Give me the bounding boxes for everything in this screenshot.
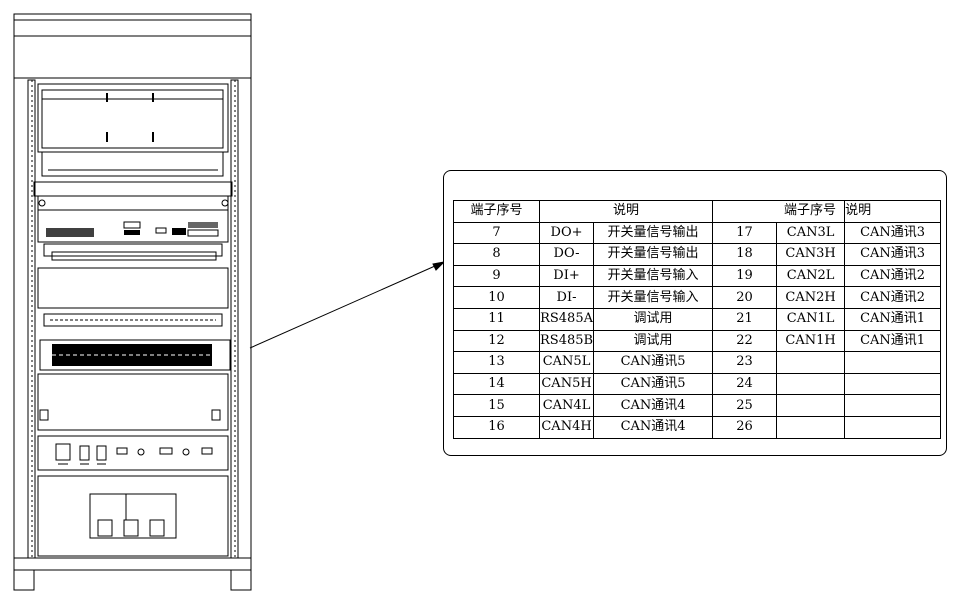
terminal-no-2: 17	[712, 221, 778, 245]
terminal-no: 10	[453, 286, 540, 309]
terminal-no-2: 23	[712, 351, 778, 374]
header-description-2: 说明	[844, 200, 942, 223]
signal-name: DO+	[538, 221, 595, 245]
signal-desc-2	[844, 415, 942, 439]
header-terminal-no-2: 端子序号	[712, 200, 846, 223]
signal-name-2: CAN1H	[776, 329, 846, 353]
signal-desc: CAN通讯5	[593, 372, 714, 396]
signal-name: CAN5L	[538, 351, 595, 374]
header-terminal-no: 端子序号	[453, 200, 540, 223]
terminal-no: 8	[453, 243, 540, 266]
cabinet-body	[13, 35, 252, 571]
signal-desc-2: CAN通讯2	[844, 286, 942, 309]
signal-desc: 开关量信号输入	[593, 286, 714, 309]
signal-name-2	[776, 415, 846, 439]
signal-name-2	[776, 394, 846, 417]
terminal-no-2: 18	[712, 243, 778, 266]
signal-desc: 调试用	[593, 307, 714, 331]
leader-line	[249, 261, 445, 349]
signal-name-2	[776, 351, 846, 374]
signal-desc-2	[844, 372, 942, 396]
terminal-no-2: 21	[712, 307, 778, 331]
module-din-rail	[43, 313, 223, 327]
signal-name: RS485A	[538, 307, 595, 331]
terminal-no: 11	[453, 307, 540, 331]
terminal-no: 12	[453, 329, 540, 353]
terminal-no: 14	[453, 372, 540, 396]
signal-name: RS485B	[538, 329, 595, 353]
signal-name: DI-	[538, 286, 595, 309]
terminal-no-2: 19	[712, 264, 778, 288]
signal-name-2: CAN1L	[776, 307, 846, 331]
leader-arrowhead	[432, 261, 446, 271]
signal-desc-2: CAN通讯3	[844, 243, 942, 266]
signal-desc-2	[844, 351, 942, 374]
signal-desc: 开关量信号输出	[593, 243, 714, 266]
signal-desc-2	[844, 394, 942, 417]
module-blank-panel	[37, 267, 229, 309]
terminal-no: 16	[453, 415, 540, 439]
terminal-no: 15	[453, 394, 540, 417]
signal-name: CAN5H	[538, 372, 595, 396]
terminal-no-2: 22	[712, 329, 778, 353]
cabinet-right-foot	[230, 569, 252, 591]
signal-name: CAN4L	[538, 394, 595, 417]
signal-name-2	[776, 372, 846, 396]
signal-name: CAN4H	[538, 415, 595, 439]
terminal-no-2: 25	[712, 394, 778, 417]
header-description: 说明	[538, 200, 714, 223]
terminal-no: 9	[453, 264, 540, 288]
signal-desc-2: CAN通讯2	[844, 264, 942, 288]
signal-name: DO-	[538, 243, 595, 266]
module-power-supply	[37, 475, 229, 557]
module-terminal-block	[39, 339, 231, 371]
terminal-no: 13	[453, 351, 540, 374]
signal-desc: CAN通讯4	[593, 394, 714, 417]
signal-name-2: CAN2H	[776, 286, 846, 309]
terminal-no: 7	[453, 221, 540, 245]
signal-name-2: CAN3H	[776, 243, 846, 266]
terminal-no-2: 24	[712, 372, 778, 396]
terminal-no-2: 20	[712, 286, 778, 309]
table-header-row: 端子序号 说明 端子序号 说明	[453, 200, 942, 223]
module-top-unit	[37, 83, 229, 177]
module-wire-duct	[37, 373, 229, 431]
signal-desc: CAN通讯4	[593, 415, 714, 439]
signal-name: DI+	[538, 264, 595, 288]
module-connector-panel	[37, 435, 229, 471]
module-controller	[33, 181, 233, 261]
signal-desc: 开关量信号输出	[593, 221, 714, 245]
cabinet-base	[13, 557, 252, 571]
cabinet-top-cap	[13, 13, 252, 37]
signal-desc: 调试用	[593, 329, 714, 353]
signal-desc: 开关量信号输入	[593, 264, 714, 288]
signal-desc-2: CAN通讯3	[844, 221, 942, 245]
signal-desc: CAN通讯5	[593, 351, 714, 374]
signal-desc-2: CAN通讯1	[844, 307, 942, 331]
terminal-no-2: 26	[712, 415, 778, 439]
cabinet-left-foot	[13, 569, 35, 591]
signal-desc-2: CAN通讯1	[844, 329, 942, 353]
signal-name-2: CAN2L	[776, 264, 846, 288]
signal-name-2: CAN3L	[776, 221, 846, 245]
